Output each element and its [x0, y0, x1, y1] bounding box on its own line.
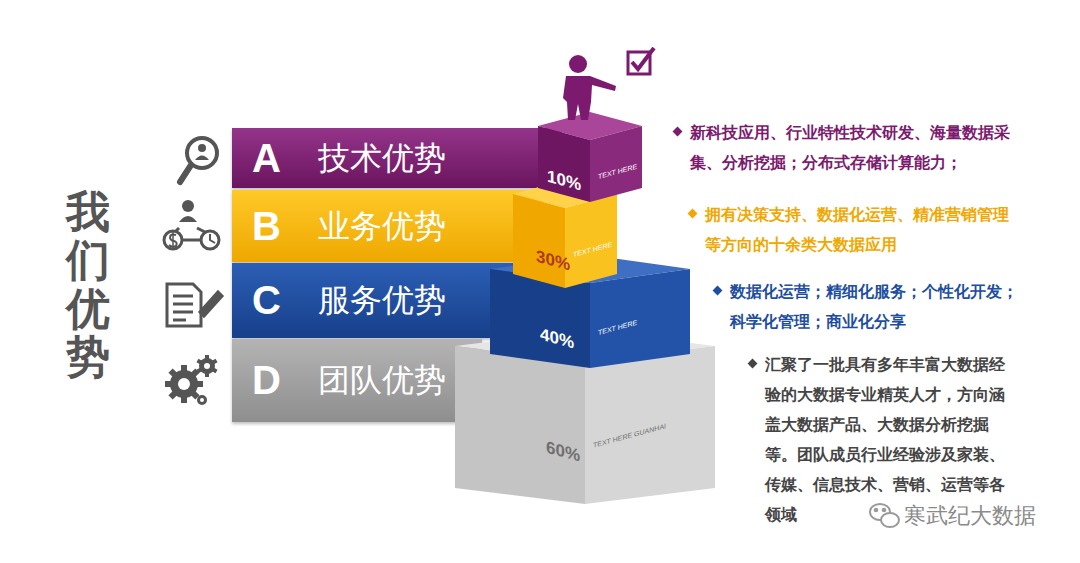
wechat-icon: [870, 504, 899, 527]
gear-tooth: [168, 368, 178, 378]
description-block: 新科技应用、行业特性技术研发、海量数据采集、分析挖掘；分布式存储计算能力；: [690, 118, 1035, 178]
band-letter: B: [252, 190, 281, 262]
cube-outline: [538, 112, 642, 202]
cube-left-face: [538, 126, 590, 202]
gear-tooth: [195, 381, 203, 387]
gear-tooth: [205, 371, 209, 377]
advantage-band: B 业务优势: [232, 190, 542, 262]
description-text: 拥有决策支持、数据化运营、精准营销管理等方向的十余类大数据应用: [705, 200, 1015, 260]
band-title: 业务优势: [318, 190, 446, 262]
bullet-diamond: [688, 209, 698, 219]
gear-tooth: [210, 359, 217, 365]
gear-tooth: [205, 355, 209, 361]
cube-right-face: [590, 269, 690, 368]
cube-right-face: [590, 126, 642, 202]
bullet-diamond: [673, 127, 683, 137]
advantage-band: D 团队优势: [232, 339, 482, 422]
watermark-text: 寒武纪大数据: [904, 503, 1036, 528]
gear-icon: [165, 355, 218, 405]
advantage-band: A 技术优势: [232, 128, 562, 188]
bullet-diamond: [748, 359, 758, 369]
presenter-body: [563, 76, 616, 120]
band-letter: D: [252, 339, 281, 422]
band-title: 服务优势: [318, 263, 446, 338]
cube-left-face: [513, 194, 565, 288]
gear-tooth: [196, 367, 203, 373]
vertical-title: 我们优势: [66, 188, 110, 382]
cube-left-face: [455, 346, 585, 504]
shape: [569, 55, 587, 73]
shape: [632, 48, 654, 69]
gear-tooth: [210, 367, 217, 373]
network-icon: [164, 200, 219, 249]
document-icon: [167, 284, 222, 326]
magnifier-icon: [180, 138, 217, 182]
checkbox-icon: [628, 48, 654, 74]
description-text: 新科技应用、行业特性技术研发、海量数据采集、分析挖掘；分布式存储计算能力；: [690, 118, 1035, 178]
presenter-figure: [563, 55, 616, 120]
description-block: 数据化运营；精细化服务；个性化开发；科学化管理；商业化分享: [730, 277, 1020, 337]
gear-tooth: [181, 365, 187, 373]
band-letter: C: [252, 263, 281, 338]
bullet-diamond: [713, 286, 723, 296]
stacked-cube: 10%TEXT HERE: [538, 112, 642, 202]
watermark: 寒武纪大数据: [904, 501, 1036, 531]
band-title: 技术优势: [318, 128, 446, 188]
gear-tooth: [168, 390, 178, 400]
cube-right-face: [565, 194, 617, 288]
gear-tooth: [196, 359, 203, 365]
cube-right-face: [585, 346, 715, 504]
description-block: 拥有决策支持、数据化运营、精准营销管理等方向的十余类大数据应用: [705, 200, 1015, 260]
advantage-band: C 服务优势: [232, 263, 522, 338]
gear-tooth: [181, 395, 187, 403]
band-letter: A: [252, 128, 281, 188]
description-text: 数据化运营；精细化服务；个性化开发；科学化管理；商业化分享: [730, 277, 1020, 337]
gear-tooth: [165, 381, 173, 387]
band-title: 团队优势: [318, 339, 446, 422]
